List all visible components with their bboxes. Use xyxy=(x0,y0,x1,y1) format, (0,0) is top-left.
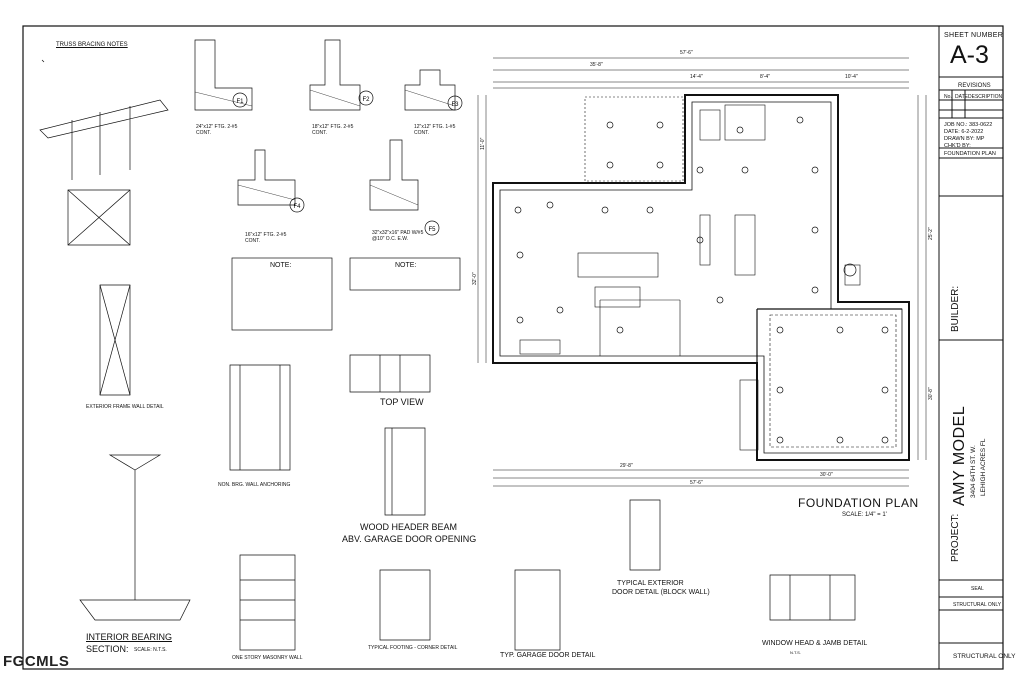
foundation-plan-title: FOUNDATION PLAN xyxy=(798,496,919,510)
interior-bearing-label-2: SECTION: xyxy=(86,644,129,654)
structural-only-note-1: STRUCTURAL ONLY xyxy=(953,602,1002,608)
truss-notes-title: TRUSS BRACING NOTES xyxy=(56,42,128,48)
f2-note: 18"x12" FTG. 2-#5 CONT. xyxy=(312,124,354,136)
job-number: JOB NO.: 383-0622 xyxy=(944,122,993,128)
window-head-nts: N.T.S. xyxy=(790,650,801,655)
checked-by: CHK'D BY: xyxy=(944,143,971,149)
dim-right-2: 30'-8" xyxy=(928,387,934,400)
address-line-1: 3404 64TH ST. W. xyxy=(970,445,977,498)
f1-note: 24"x12" FTG. 2-#5 CONT. xyxy=(196,124,238,136)
note-box-2-label: NOTE: xyxy=(395,262,417,269)
label-f5: F5 xyxy=(428,227,436,233)
structural-only-note-2: STRUCTURAL ONLY xyxy=(953,653,1016,660)
note-box-1-label: NOTE: xyxy=(270,262,292,269)
label-f2: F2 xyxy=(362,97,370,103)
dim-bottom-overall: 57'-6" xyxy=(690,480,703,486)
seal-label: SEAL xyxy=(971,586,984,592)
sheet-title: FOUNDATION PLAN xyxy=(944,151,996,157)
interior-bearing-scale: SCALE: N.T.S. xyxy=(134,647,167,653)
builder-label: BUILDER: xyxy=(950,285,961,332)
ext-door-label-2: DOOR DETAIL (BLOCK WALL) xyxy=(612,589,710,596)
detail-drawings xyxy=(39,39,856,651)
rev-col-description: DESCRIPTION xyxy=(968,94,1003,100)
mls-watermark: FGCMLS xyxy=(3,653,70,670)
rev-col-no: No. xyxy=(944,94,952,100)
revisions-label: REVISIONS xyxy=(958,83,991,89)
dim-right-1: 25'-2" xyxy=(928,227,934,240)
garage-door-label: TYP. GARAGE DOOR DETAIL xyxy=(500,652,596,659)
dim-top-overall: 57'-6" xyxy=(680,50,693,56)
typ-footing-label: TYPICAL FOOTING - CORNER DETAIL xyxy=(368,645,458,651)
window-head-label: WINDOW HEAD & JAMB DETAIL xyxy=(762,640,868,647)
f4-note: 16"x12" FTG. 2-#5 CONT. xyxy=(245,232,287,244)
dim-top-3: 8'-4" xyxy=(760,74,770,80)
detail-markers xyxy=(232,90,463,236)
hatching xyxy=(194,89,456,206)
label-f3: F3 xyxy=(451,102,459,108)
plan-dimensions xyxy=(477,57,927,487)
dim-top-1: 35'-8" xyxy=(590,62,603,68)
address-line-2: LEHIGH ACRES FL xyxy=(980,438,987,496)
sheet-number: A-3 xyxy=(950,41,989,69)
foundation-plan-scale: SCALE: 1/4" = 1' xyxy=(842,512,887,518)
wood-header-label-1: WOOD HEADER BEAM xyxy=(360,522,458,532)
ext-door-label-1: TYPICAL EXTERIOR xyxy=(617,580,684,587)
sheet-border xyxy=(22,25,1004,670)
project-label: PROJECT: xyxy=(950,513,961,562)
wood-header-label-2: ABV. GARAGE DOOR OPENING xyxy=(342,534,477,544)
dim-top-2: 14'-4" xyxy=(690,74,703,80)
rev-col-date: DATE xyxy=(955,94,968,100)
pier-dots xyxy=(514,116,889,444)
sheet-number-label: SHEET NUMBER xyxy=(944,32,1004,39)
dim-bottom-1: 29'-8" xyxy=(620,463,633,469)
f5-note: 32"x32"x16" PAD W/#5 @10" O.C. E.W. xyxy=(372,230,424,242)
interior-bearing-label-1: INTERIOR BEARING xyxy=(86,632,173,642)
dim-left-2: 11'-0" xyxy=(480,137,486,150)
f3-note: 12"x12" FTG. 1-#5 CONT. xyxy=(414,124,456,136)
label-f4: F4 xyxy=(293,204,301,210)
sheet-date: DATE: 6-2-2022 xyxy=(944,129,984,135)
foundation-plan xyxy=(492,94,910,461)
dim-left-1: 32'-0" xyxy=(472,272,478,285)
dim-top-4: 10'-4" xyxy=(845,74,858,80)
title-block xyxy=(938,25,1004,670)
exterior-frame-wall-label: EXTERIOR FRAME WALL DETAIL xyxy=(86,404,164,410)
label-f1: F1 xyxy=(236,99,244,105)
top-view-label: TOP VIEW xyxy=(380,397,424,407)
drawn-by: DRAWN BY: MP xyxy=(944,136,985,142)
model-name: AMY MODEL xyxy=(951,405,968,506)
non-brg-wall-label: NON. BRG. WALL ANCHORING xyxy=(218,482,291,488)
masonry-wall-label: ONE STORY MASONRY WALL xyxy=(232,655,303,661)
dim-bottom-2: 30'-0" xyxy=(820,472,833,478)
